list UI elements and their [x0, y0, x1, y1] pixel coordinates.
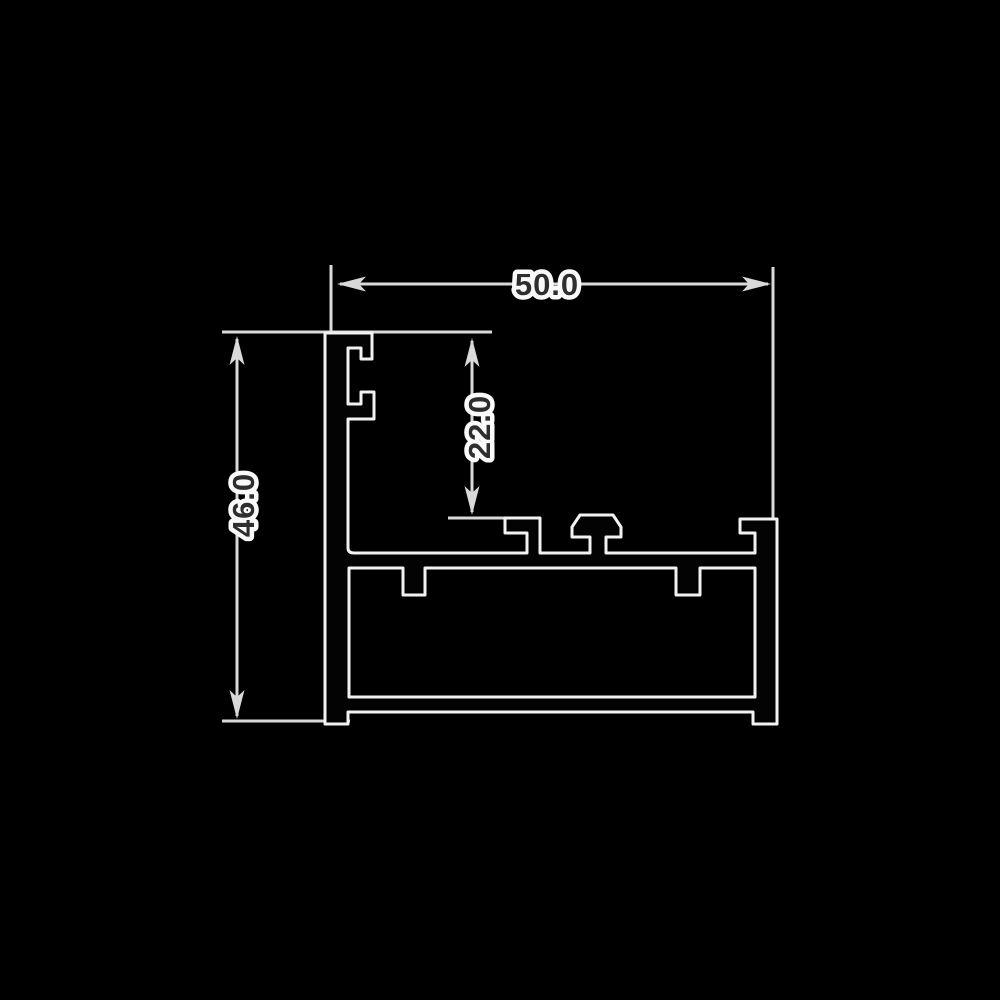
arrow-right-icon	[742, 276, 771, 292]
dimension-height-label: 46.0	[226, 473, 261, 537]
extension-lines	[222, 265, 775, 723]
dimension-height: 46.0	[222, 336, 266, 719]
dimension-pocket-label: 22.0	[462, 395, 497, 459]
profile-cross-section	[323, 331, 779, 726]
arrow-up-icon	[464, 338, 480, 367]
dimension-width: 50.0	[337, 263, 771, 307]
dimension-pocket-depth: 22.0	[458, 338, 502, 515]
arrow-down-icon	[229, 690, 245, 719]
arrow-down-icon	[464, 486, 480, 515]
arrow-left-icon	[337, 276, 366, 292]
dimension-width-label: 50.0	[515, 267, 579, 302]
arrow-up-icon	[229, 336, 245, 365]
